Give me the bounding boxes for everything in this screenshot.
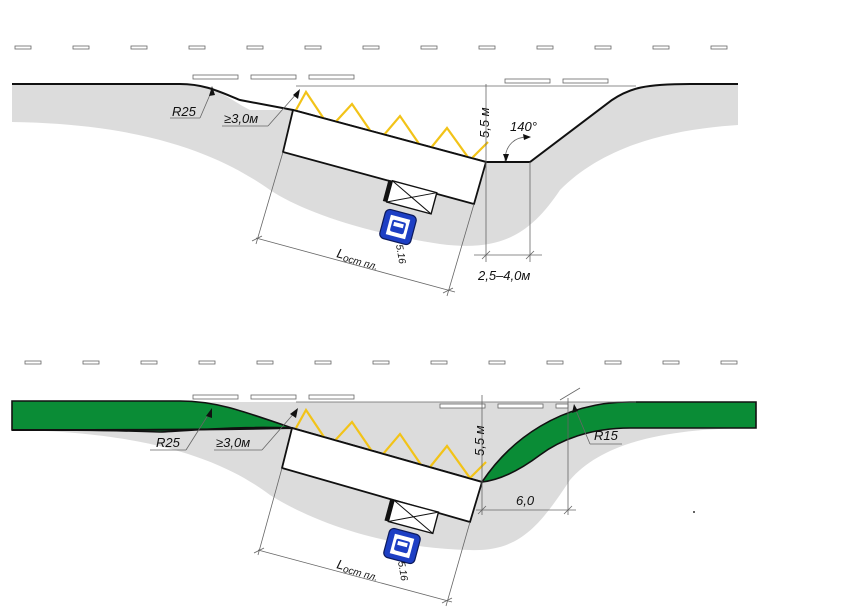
- bottom-lane-dashes: [24, 360, 738, 365]
- top-lane-dashes: [14, 45, 728, 50]
- bottom-pavilion: [384, 499, 440, 535]
- top-angle-label: 140°: [510, 119, 537, 134]
- top-length-label: Lост пл.: [335, 245, 381, 273]
- bottom-edge-line-marks: [192, 394, 636, 409]
- bottom-zigzag-marking: [295, 407, 487, 480]
- bottom-radius-left-label: R25: [156, 435, 181, 450]
- top-pavilion: [382, 179, 438, 215]
- bottom-median-right: [480, 401, 757, 483]
- top-edge-line-marks: [192, 74, 636, 87]
- bottom-bus-bay-scheme: 5.16 5,5 м 6,0 R15 R25 ≥3,0м: [11, 360, 757, 607]
- top-sign-label: 5.16: [393, 244, 407, 266]
- bottom-radius-right-label: R15: [594, 428, 619, 443]
- top-width-label: 2,5–4,0м: [477, 268, 530, 283]
- top-bus-bay-scheme: 5.16 5,5 м 2,5–4,0м 140° R25 ≥3,0м: [12, 45, 738, 297]
- bottom-offset-label: ≥3,0м: [216, 435, 250, 450]
- top-zigzag-marking: [295, 89, 489, 162]
- top-bus-stop-sign: [379, 208, 417, 246]
- bottom-curb-line: [11, 426, 483, 483]
- stray-dot: [693, 511, 695, 513]
- top-offset-label: ≥3,0м: [224, 111, 258, 126]
- top-depth-label: 5,5 м: [477, 107, 492, 138]
- bottom-length-label: Lост пл.: [335, 556, 381, 584]
- bottom-bus-stop-sign: [383, 527, 421, 565]
- bottom-sign-label: 5.16: [395, 561, 409, 583]
- top-radius-label: R25: [172, 104, 197, 119]
- bottom-width-label: 6,0: [516, 493, 535, 508]
- bottom-depth-label: 5,5 м: [472, 425, 487, 456]
